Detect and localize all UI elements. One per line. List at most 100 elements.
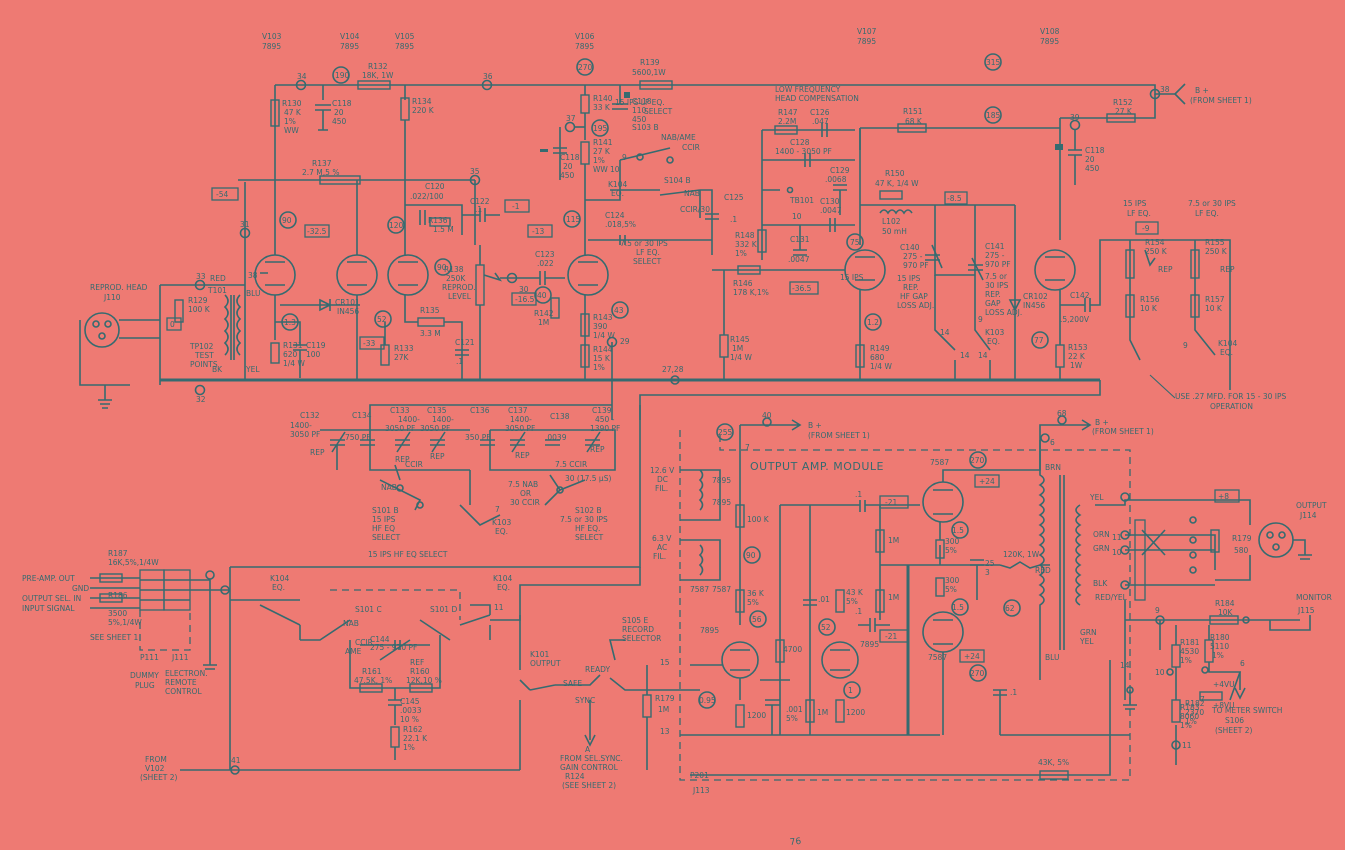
label-components-cr102-0: CR102	[1023, 292, 1048, 301]
label-nodes-n68: 68	[1057, 409, 1067, 418]
label-wire_colors-grn_yel-0: GRN	[1080, 628, 1097, 637]
label-labels-safe: SAFE	[563, 679, 582, 688]
label-components-r141-1: 27 K	[593, 147, 611, 156]
label-components-c134-1: 750 PF	[345, 433, 371, 442]
label-components-c138-1: .0039	[545, 433, 567, 442]
label-connectors-j111: J111	[171, 653, 189, 662]
label-components-r141-3: WW	[593, 165, 608, 174]
label-connectors-bplus_3-0: B +	[1095, 418, 1109, 427]
label-switches-ccir: CCIR	[405, 460, 423, 469]
label-switches-hf_gap_75-1: 30 IPS	[985, 281, 1009, 290]
label-components-r155-0: R155	[1205, 238, 1225, 247]
label-switches-k103eq_a-0: K103	[985, 328, 1004, 337]
label-labels-record_selector-2: SELECTOR	[622, 634, 661, 643]
label-components-r182-2: 1%	[1185, 717, 1197, 726]
label-module_tubes-t7587b: 7587	[712, 585, 731, 594]
label-switches-ccir: CCIR	[682, 143, 700, 152]
label-switches-s101d: S101 D	[430, 605, 457, 614]
label-nodes-n34: 34	[297, 72, 307, 81]
label-titles-lf_eq_select_75-0: 7.5 or 30 IPS	[620, 239, 668, 248]
label-switches-k104eq_c-1: EQ.	[272, 583, 285, 592]
label-components-r179a-0: R179	[655, 694, 675, 703]
label-switches-s101c: S101 C	[355, 605, 382, 614]
label-nodes-c52b: 52	[821, 623, 831, 632]
label-switches-s101b-0: S101 B	[372, 506, 399, 515]
label-nodes-n33: 33	[196, 272, 206, 281]
label-connectors-bplus_1-0: B +	[1195, 86, 1209, 95]
label-switches-lf_eq75-0: 7.5 or 30 IPS	[1188, 199, 1236, 208]
label-switches-hf_gap_15-1: REP.	[903, 283, 919, 292]
label-components-t101: T101	[207, 286, 227, 295]
label-nodes-n38: 38	[248, 271, 258, 280]
label-components-r132-0: R132	[368, 62, 388, 71]
label-components-r131-2: 1/4 W	[283, 359, 305, 368]
label-switches-s101b-3: SELECT	[372, 533, 401, 542]
label-nodes-c77: 77	[1034, 336, 1044, 345]
label-nodes-c90a: 90	[282, 216, 292, 225]
label-switches-nab: NAB	[381, 483, 397, 492]
label-components-c136-0: C136	[470, 406, 490, 415]
label-module_tubes-t7587d: 7587	[928, 653, 947, 662]
label-connectors-bplus_2-0: B +	[808, 421, 822, 430]
label-nodes-c255: 255	[718, 428, 733, 437]
label-connectors-j110-1: J110	[103, 293, 121, 302]
label-components-r300a-1: 5%	[945, 546, 957, 555]
label-labels-to_meter-1: S106	[1225, 716, 1244, 725]
label-components-tb101: TB101	[789, 196, 814, 205]
label-tubes-2-ref: V105	[395, 32, 415, 41]
label-components-r181-0: R181	[1180, 638, 1200, 647]
label-components-c132-2: 3050 PF	[290, 430, 320, 439]
label-components-r137-1: 2.7 M,5 %	[302, 168, 339, 177]
label-components-r151-1: 68 K	[905, 117, 923, 126]
label-nodes-n13: 13	[660, 727, 670, 736]
label-components-c135-2: 3050 PF	[420, 424, 450, 433]
label-components-c124-1: .018,5%	[605, 220, 636, 229]
label-switches-k103eq_a-1: EQ.	[987, 337, 1000, 346]
label-components-r134-0: R134	[412, 97, 432, 106]
label-components-r179b-1: 580	[1234, 546, 1249, 555]
label-labels-electron_remote-2: CONTROL	[165, 687, 202, 696]
label-connectors-p201: P201	[690, 771, 709, 780]
label-nodes-c15b: 1.5	[952, 603, 964, 612]
label-components-r179a-1: 1M	[658, 705, 669, 714]
label-components-r186-0: R186	[108, 591, 128, 600]
label-nodes-c270c: 270	[970, 669, 985, 678]
label-components-r129-1: 100 K	[188, 305, 211, 314]
label-components-c137-2: 3050 PF	[505, 424, 535, 433]
label-components-c120-1: .022/100	[410, 192, 444, 201]
label-components-c122-1: .1	[475, 205, 482, 214]
label-components-c145-2: 10 %	[400, 715, 419, 724]
label-switches-lf_eq75-1: LF EQ.	[1195, 209, 1219, 218]
label-nodes-c315: 315	[986, 58, 1001, 67]
label-components-c125-1: .1	[730, 215, 737, 224]
label-components-r145-1: 1M	[732, 344, 743, 353]
label-components-r187-1: 16K,5%,1/4W	[108, 558, 159, 567]
label-connectors-j110-0: REPROD. HEAD	[90, 283, 148, 292]
label-switches-hf_gap_15-3: LOSS ADJ.	[897, 301, 934, 310]
label-nodes-n38: 38	[1160, 85, 1170, 94]
label-labels-test_points-1: TEST	[194, 351, 214, 360]
label-components-c136-1: 350 PF	[465, 433, 491, 442]
label-components-r147-1: 2.2M	[778, 117, 796, 126]
label-components-plus8: +8VU	[1213, 701, 1235, 710]
label-switches-ref: REF	[410, 658, 424, 667]
label-components-c138-0: C138	[550, 412, 570, 421]
label-components-r161-1: 47.5K, 1%	[354, 676, 392, 685]
label-nodes-n14: 14	[978, 351, 988, 360]
label-components-c129-1: .0068	[825, 175, 847, 184]
label-nodes-c43: 43	[614, 306, 624, 315]
label-components-r144-1: 15 K	[593, 354, 611, 363]
label-nodes-n11: 11	[494, 603, 504, 612]
label-nodes-n9: 9	[622, 153, 627, 162]
label-voltages-v_54: -54	[216, 190, 228, 199]
label-connectors-j114-0: OUTPUT	[1296, 501, 1327, 510]
label-components-r150-1: 47 K, 1/4 W	[875, 179, 919, 188]
label-components-c121-1: .1	[456, 357, 463, 366]
label-nodes-n10: 10	[792, 212, 802, 221]
label-components-c134-0: C134	[352, 411, 372, 420]
label-labels-reprod_level-1: 250K	[446, 274, 466, 283]
label-components-c129-0: C129	[830, 166, 850, 175]
label-components-c001-1: 5%	[786, 714, 798, 723]
label-titles-lf_head_comp-1: HEAD COMPENSATION	[775, 94, 859, 103]
label-components-c139-0: C139	[592, 406, 612, 415]
